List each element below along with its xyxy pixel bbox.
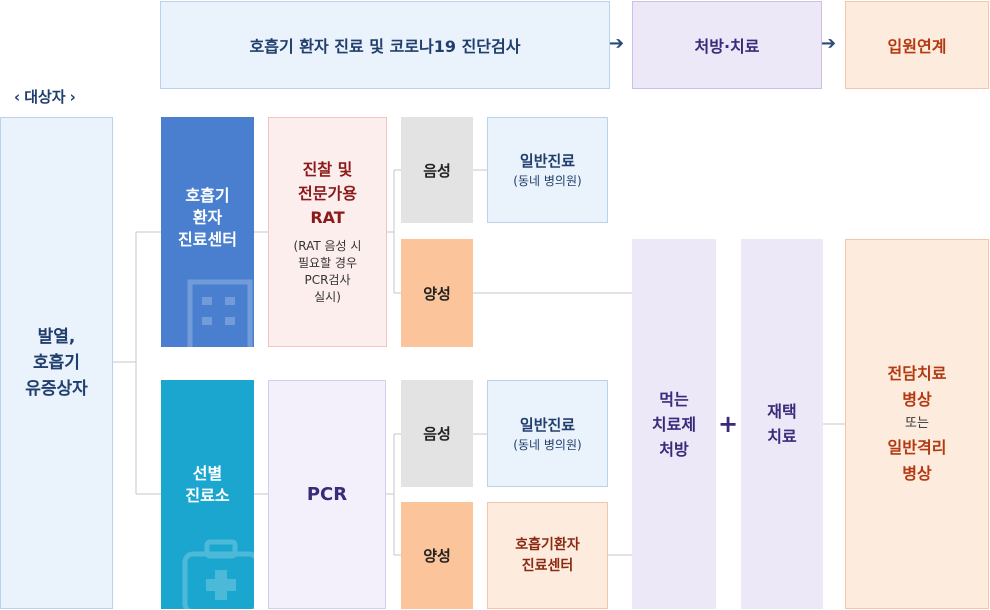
rat-positive-box: 양성 bbox=[401, 239, 473, 347]
center-line: 진료소 bbox=[185, 485, 230, 505]
ward-line: 일반격리 bbox=[887, 438, 947, 457]
oral-treatment-box: 먹는 치료제 처방 bbox=[632, 239, 716, 609]
patient-line: 호흡기 bbox=[33, 353, 80, 373]
general-care-title: 일반진료 bbox=[519, 415, 576, 434]
respiratory-center-box: 호흡기 환자 진료센터 bbox=[161, 117, 254, 347]
target-label: ‹ 대상자 › bbox=[14, 86, 104, 107]
ward-or: 또는 bbox=[905, 416, 929, 431]
center-line: 환자 bbox=[192, 208, 223, 227]
rat-note-line: PCR검사 bbox=[304, 273, 351, 287]
ward-line: 전담치료 bbox=[887, 364, 947, 383]
rat-note-line: 필요할 경우 bbox=[297, 256, 357, 270]
general-care-title: 일반진료 bbox=[519, 152, 576, 170]
oral-line: 처방 bbox=[659, 439, 689, 459]
patient-box: 발열, 호흡기 유증상자 bbox=[0, 117, 113, 609]
resp-center-line: 진료센터 bbox=[521, 557, 574, 574]
screening-clinic-box: 선별 진료소 bbox=[161, 380, 254, 609]
pcr-test-box: PCR bbox=[268, 380, 386, 609]
medical-kit-icon bbox=[182, 539, 254, 609]
arrow-right-icon: ➔ bbox=[821, 33, 837, 54]
header-diagnosis: 호흡기 환자 진료 및 코로나19 진단검사 bbox=[160, 1, 610, 89]
header-diagnosis-label: 호흡기 환자 진료 및 코로나19 진단검사 bbox=[249, 37, 521, 56]
center-line: 호흡기 bbox=[185, 186, 230, 205]
positive-label: 양성 bbox=[423, 284, 451, 303]
center-line: 진료센터 bbox=[178, 230, 237, 249]
home-line: 치료 bbox=[767, 427, 797, 446]
rat-title-line: RAT bbox=[310, 208, 345, 227]
rat-title-line: 진찰 및 bbox=[302, 160, 353, 179]
pcr-negative-box: 음성 bbox=[401, 380, 473, 487]
ward-line: 병상 bbox=[902, 390, 932, 409]
respiratory-center-referral-box: 호흡기환자 진료센터 bbox=[487, 502, 608, 609]
center-line: 선별 bbox=[192, 463, 223, 483]
rat-title-line: 전문가용 bbox=[298, 184, 357, 203]
rat-negative-box: 음성 bbox=[401, 117, 473, 223]
patient-line: 발열, bbox=[37, 327, 76, 347]
building-icon bbox=[187, 279, 253, 347]
rat-exam-box: 진찰 및 전문가용 RAT (RAT 음성 시 필요할 경우 PCR검사 실시) bbox=[268, 117, 387, 347]
header-admission: 입원연계 bbox=[845, 1, 989, 89]
ward-box: 전담치료 병상 또는 일반격리 병상 bbox=[845, 239, 989, 609]
general-care-sub: (동네 병의원) bbox=[513, 437, 582, 452]
pcr-positive-box: 양성 bbox=[401, 502, 473, 609]
oral-line: 치료제 bbox=[651, 414, 697, 434]
header-admission-label: 입원연계 bbox=[887, 37, 947, 56]
general-care-box: 일반진료 (동네 병의원) bbox=[487, 117, 608, 223]
home-line: 재택 bbox=[767, 402, 797, 421]
target-label-text: 대상자 bbox=[24, 88, 66, 106]
header-prescription: 처방·치료 bbox=[632, 1, 822, 89]
chevron-right-icon: › bbox=[69, 87, 76, 106]
general-care-sub: (동네 병의원) bbox=[513, 174, 582, 188]
plus-icon: + bbox=[718, 410, 739, 438]
rat-note: (RAT 음성 시 필요할 경우 PCR검사 실시) bbox=[294, 238, 362, 306]
rat-note-line: (RAT 음성 시 bbox=[293, 239, 362, 253]
oral-line: 먹는 bbox=[659, 389, 689, 409]
rat-note-line: 실시) bbox=[314, 290, 341, 304]
positive-label: 양성 bbox=[423, 547, 451, 565]
home-treatment-box: 재택 치료 bbox=[741, 239, 823, 609]
ward-line: 병상 bbox=[902, 464, 932, 483]
arrow-right-icon: ➔ bbox=[609, 33, 625, 54]
general-care-box: 일반진료 (동네 병의원) bbox=[487, 380, 608, 487]
pcr-label: PCR bbox=[306, 484, 348, 505]
header-prescription-label: 처방·치료 bbox=[694, 37, 760, 56]
negative-label: 음성 bbox=[423, 161, 451, 180]
negative-label: 음성 bbox=[423, 425, 451, 443]
resp-center-line: 호흡기환자 bbox=[515, 536, 580, 553]
chevron-left-icon: ‹ bbox=[14, 87, 21, 106]
patient-line: 유증상자 bbox=[25, 379, 88, 399]
